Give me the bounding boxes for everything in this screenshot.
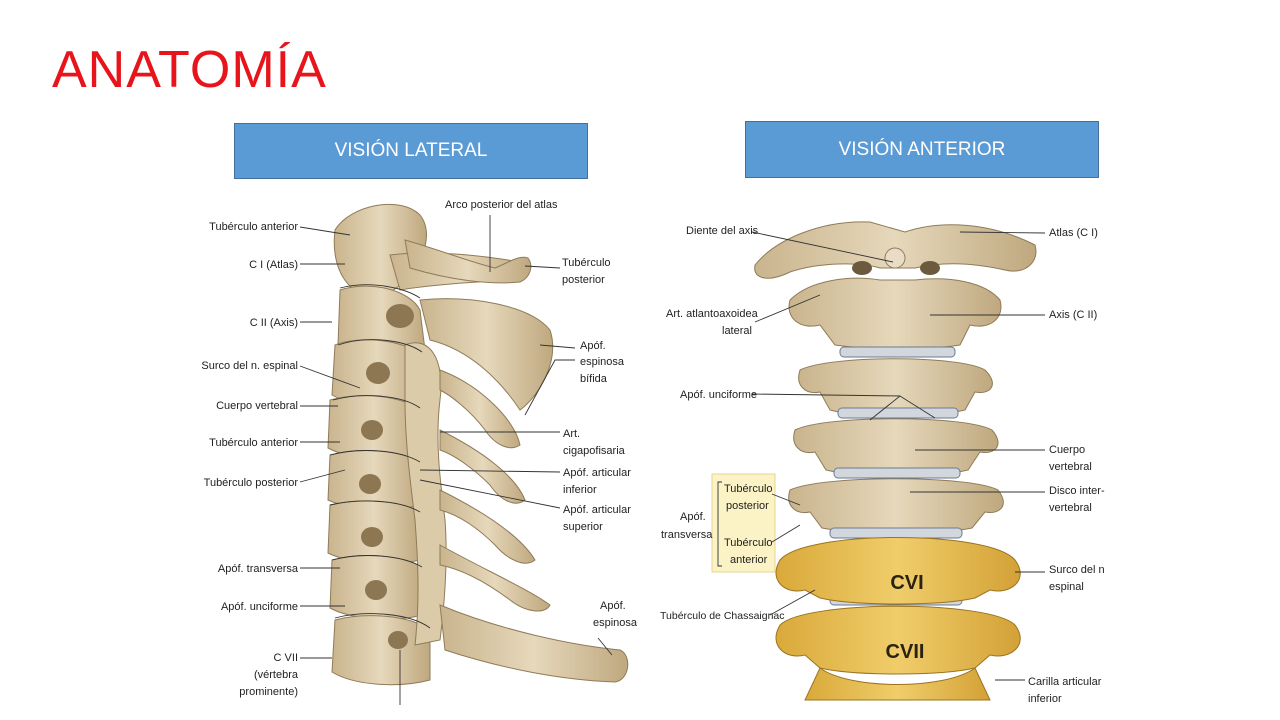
label-art-l2: cigapofisaria <box>563 445 626 457</box>
anterior-labels: Diente del axis Art. atlantoaxoidea late… <box>660 225 1105 705</box>
label-surco-l1: Surco del n <box>1049 564 1105 576</box>
label-apof-transversa: Apóf. transversa <box>218 563 299 575</box>
label-carilla-l2: inferior <box>1028 693 1062 705</box>
label-c7-line3: prominente) <box>239 686 298 698</box>
label-c7-line1: C VII <box>274 652 298 664</box>
label-espinosa-l2: espinosa <box>593 617 638 629</box>
label-callout-tub-ant-l1: Tubérculo <box>724 537 773 549</box>
label-art-superior-l2: superior <box>563 521 603 533</box>
label-axis-c2: Axis (C II) <box>1049 309 1097 321</box>
label-cuerpo-l1: Cuerpo <box>1049 444 1085 456</box>
label-arco-posterior: Arco posterior del atlas <box>445 199 558 211</box>
anterior-spine-illustration: CVI CVII <box>754 221 1037 701</box>
label-atlantoaxoidea-l2: lateral <box>722 325 752 337</box>
label-art-superior-l1: Apóf. articular <box>563 504 631 516</box>
anterior-view-header: VISIÓN ANTERIOR <box>745 121 1099 178</box>
label-cuerpo-vertebral: Cuerpo vertebral <box>216 400 298 412</box>
label-disco-l1: Disco inter- <box>1049 485 1105 497</box>
anterior-leader-lines <box>751 231 1046 681</box>
label-c2-axis: C II (Axis) <box>250 317 298 329</box>
lateral-labels: Tubérculo anterior C I (Atlas) C II (Axi… <box>201 199 638 698</box>
lateral-view-header: VISIÓN LATERAL <box>234 123 588 179</box>
label-art-inferior-l2: inferior <box>563 484 597 496</box>
label-tub-posterior-l1: Tubérculo <box>562 257 611 269</box>
label-espinosa-bifida-l1: Apóf. <box>580 340 606 352</box>
slide-title: ANATOMÍA <box>52 41 327 99</box>
label-art-inferior-l1: Apóf. articular <box>563 467 631 479</box>
label-tub-posterior-l2: posterior <box>562 274 605 286</box>
label-espinosa-bifida-l2: espinosa <box>580 356 625 368</box>
label-chassaignac: Tubérculo de Chassaignac <box>660 610 785 622</box>
label-disco-l2: vertebral <box>1049 502 1092 514</box>
label-tuberculo-anterior: Tubérculo anterior <box>209 437 298 449</box>
label-espinosa-l1: Apóf. <box>600 600 626 612</box>
label-art-l1: Art. <box>563 428 580 440</box>
label-atlantoaxoidea-l1: Art. atlantoaxoidea <box>666 308 759 320</box>
lateral-spine-illustration <box>327 203 629 686</box>
label-unciforme: Apóf. unciforme <box>680 389 757 401</box>
label-cuerpo-l2: vertebral <box>1049 461 1092 473</box>
label-transversa-l2: transversa <box>661 529 713 541</box>
label-surco-espinal: Surco del n. espinal <box>201 360 298 372</box>
label-tuberculo-posterior: Tubérculo posterior <box>204 477 299 489</box>
label-transversa-l1: Apóf. <box>680 511 706 523</box>
label-diente-axis: Diente del axis <box>686 225 759 237</box>
label-callout-tub-post-l1: Tubérculo <box>724 483 773 495</box>
label-cvi: CVI <box>890 572 923 594</box>
anterior-view-header-text: VISIÓN ANTERIOR <box>838 138 1006 160</box>
label-callout-tub-post-l2: posterior <box>726 500 769 512</box>
label-apof-unciforme: Apóf. unciforme <box>221 601 298 613</box>
label-c7-line2: (vértebra <box>254 669 299 681</box>
label-carilla-l1: Carilla articular <box>1028 676 1102 688</box>
label-callout-tub-ant-l2: anterior <box>730 554 768 566</box>
label-c1-atlas: C I (Atlas) <box>249 259 298 271</box>
label-surco-l2: espinal <box>1049 581 1084 593</box>
label-atlas-c1: Atlas (C I) <box>1049 227 1098 239</box>
label-cvii: CVII <box>886 641 925 663</box>
label-tuberculo-anterior-atlas: Tubérculo anterior <box>209 221 298 233</box>
lateral-leader-lines <box>299 215 613 705</box>
label-espinosa-bifida-l3: bífida <box>580 373 608 385</box>
tubercle-callout-box <box>711 473 776 573</box>
lateral-view-header-text: VISIÓN LATERAL <box>334 140 488 161</box>
